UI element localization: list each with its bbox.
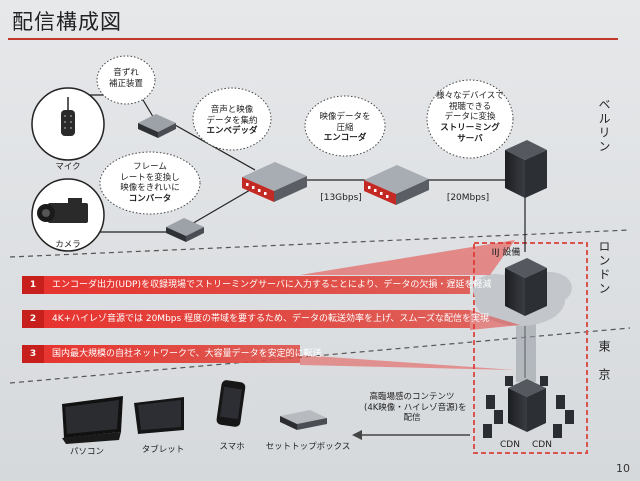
streaming-line-5: サーバ — [457, 133, 483, 144]
encoder-line-2: 圧縮 — [336, 122, 354, 133]
streaming-label: 様々なデバイスで 視聴できる データに変換 ストリーミング サーバ — [432, 91, 508, 144]
bubble-correction — [96, 55, 156, 105]
point-2: 2 4K+ハイレゾ音源では 20Mbps 程度の帯域を要するため、データの転送効… — [22, 310, 489, 328]
converter-line-3: 映像をきれいに — [120, 183, 180, 194]
correction-device-icon — [138, 114, 176, 138]
point-1-number: 1 — [22, 276, 44, 294]
streaming-line-2: 視聴できる — [448, 101, 492, 112]
bitrate-13gbps: [13Gbps] — [320, 193, 362, 203]
stb-label: セットトップボックス — [265, 442, 351, 452]
smartphone-label: スマホ — [219, 442, 245, 452]
line-correction-embedder — [174, 124, 256, 171]
separator-london-tokyo — [9, 327, 631, 384]
streaming-line-1: 様々なデバイスで — [436, 91, 504, 101]
bubble-embedder — [192, 87, 272, 151]
converter-line-4: コンバータ — [128, 193, 172, 204]
converter-line-1: フレーム — [133, 162, 167, 172]
point-3: 3 国内最大規模の自社ネットワークで、大容量データを安定的に転送 — [22, 345, 322, 363]
line-converter-embedder — [189, 189, 251, 226]
highlight-triangle-2 — [470, 310, 520, 330]
highlight-triangle-3 — [300, 355, 515, 370]
highlight-triangle-1 — [300, 240, 515, 275]
title-rule — [8, 38, 618, 40]
city-london: ロンドン — [597, 240, 611, 296]
delivery-arrow — [352, 430, 470, 440]
iij-server-icon — [505, 258, 547, 316]
point-2-text: 4K+ハイレゾ音源では 20Mbps 程度の帯域を要するため、データの転送効率を… — [52, 314, 489, 324]
embedder-line-3: エンベデッダ — [206, 126, 258, 137]
bubble-encoder — [304, 95, 386, 157]
set-top-box-icon — [280, 410, 327, 430]
city-tokyo: 東 京 — [597, 340, 611, 382]
city-berlin: ベルリン — [597, 98, 611, 154]
encoder-line-3: エンコーダ — [323, 133, 367, 144]
bubble-converter — [99, 151, 201, 215]
streaming-server-icon — [505, 140, 547, 198]
point-1-text: エンコーダ出力(UDP)を収録現場でストリーミングサーバに入力することにより、デ… — [52, 280, 492, 290]
point-3-number: 3 — [22, 345, 44, 363]
camera-label: カメラ — [55, 240, 81, 250]
point-1: 1 エンコーダ出力(UDP)を収録現場でストリーミングサーバに入力することにより… — [22, 276, 491, 294]
tablet-icon — [134, 397, 184, 434]
converter-label: フレーム レートを変換し 映像をきれいに コンバータ — [108, 162, 192, 205]
embedder-label: 音声と映像 データを集約 エンベデッダ — [200, 105, 264, 137]
encoder-line-1: 映像データを — [319, 112, 371, 122]
separator-berlin-london — [9, 229, 631, 258]
converter-line-2: レートを変換し — [120, 172, 180, 183]
iij-label: IIJ 設備 — [491, 248, 521, 258]
microphone-icon — [61, 97, 75, 136]
bubble-streaming — [426, 79, 514, 159]
delivery-line-1: 高臨場感のコンテンツ — [369, 392, 455, 402]
embedder-line-1: 音声と映像 — [210, 105, 254, 115]
pc-label: パソコン — [69, 447, 104, 457]
pc-icon — [62, 396, 123, 444]
delivery-line-2: (4K映像・ハイレゾ音源)を — [364, 402, 467, 413]
delivery-line-3: 配信 — [403, 413, 421, 424]
cdn-label-2: CDN — [532, 440, 552, 450]
smartphone-icon — [216, 380, 246, 427]
point-3-text: 国内最大規模の自社ネットワークで、大容量データを安定的に転送 — [52, 349, 322, 359]
streaming-line-3: データに変換 — [444, 112, 496, 123]
encoder-device-icon — [364, 165, 429, 205]
delivery-label: 高臨場感のコンテンツ (4K映像・ハイレゾ音源)を 配信 — [364, 392, 467, 424]
correction-line-1: 音ずれ — [113, 68, 139, 78]
camera-icon — [37, 198, 88, 223]
page-number: 10 — [616, 462, 630, 475]
encoder-label: 映像データを 圧縮 エンコーダ — [313, 112, 377, 144]
correction-label: 音ずれ 補正装置 — [100, 68, 152, 89]
streaming-line-4: ストリーミング — [440, 122, 500, 133]
converter-device-icon — [166, 218, 204, 242]
iij-enclosure — [473, 242, 588, 454]
mic-label: マイク — [55, 162, 81, 172]
embedder-device-icon — [242, 162, 307, 202]
bitrate-20mbps: [20Mbps] — [446, 193, 490, 203]
tablet-label: タブレット — [141, 445, 185, 455]
cdn-cluster-icon — [483, 376, 574, 438]
cdn-label-1: CDN — [500, 440, 520, 450]
embedder-line-2: データを集約 — [206, 115, 258, 126]
point-2-number: 2 — [22, 310, 44, 328]
correction-line-2: 補正装置 — [108, 78, 143, 89]
page-title: 配信構成図 — [12, 10, 122, 34]
